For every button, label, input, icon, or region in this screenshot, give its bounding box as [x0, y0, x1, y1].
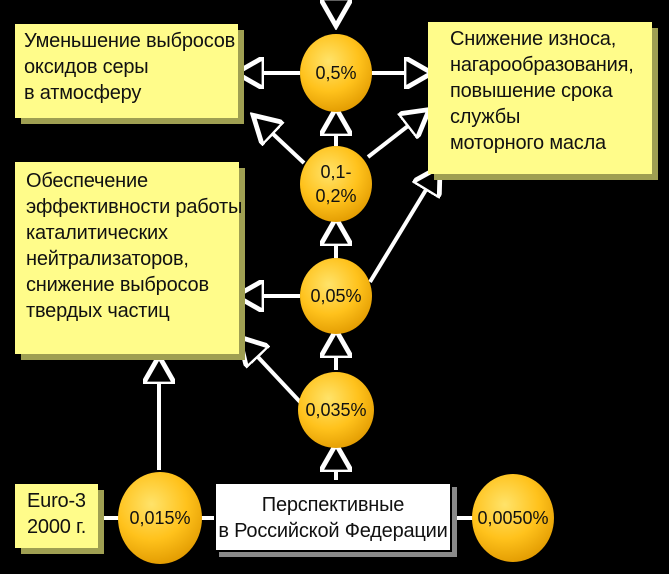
- node-label: 0,0050%: [477, 508, 549, 528]
- box-line: оксидов серы: [24, 56, 149, 78]
- node-0-05: 0,05%: [300, 258, 372, 334]
- node-0-035: 0,035%: [298, 372, 374, 448]
- box-russia-prospective: Перспективные в Российской Федерации: [214, 482, 452, 552]
- node-label: 0,1-: [320, 162, 352, 182]
- box-oil-wear: Снижение износа, нагарообразования, повы…: [428, 22, 652, 174]
- node-0-5: 0,5%: [300, 34, 372, 112]
- node-label: 0,015%: [129, 508, 191, 528]
- box-line: повышение срока: [450, 80, 613, 102]
- box-line: эффективности работы: [26, 196, 243, 218]
- node-0-1-0-2: 0,1- 0,2%: [300, 146, 372, 222]
- box-line: нагарообразования,: [450, 54, 634, 76]
- arrow-005-to-wear: [368, 170, 438, 284]
- box-euro-3: Euro-3 2000 г.: [15, 484, 98, 548]
- box-line: Обеспечение: [26, 170, 148, 192]
- node-label: 0,2%: [315, 186, 357, 206]
- box-line: нейтрализаторов,: [26, 248, 189, 270]
- arrow-0035-to-catalyst: [242, 340, 304, 406]
- box-line: в Российской Федерации: [218, 520, 448, 542]
- box-line: моторного масла: [450, 132, 606, 154]
- box-line: твердых частиц: [26, 300, 170, 322]
- box-line: снижение выбросов: [26, 274, 209, 296]
- box-line: каталитических: [26, 222, 168, 244]
- box-line: 2000 г.: [27, 516, 87, 538]
- node-0-0050: 0,0050%: [472, 474, 554, 562]
- box-catalyst-efficiency: Обеспечение эффективности работы каталит…: [15, 162, 243, 354]
- box-line: Euro-3: [27, 490, 86, 512]
- node-label: 0,035%: [305, 400, 367, 420]
- box-line: службы: [450, 106, 521, 128]
- box-line: Перспективные: [261, 494, 405, 516]
- node-label: 0,05%: [310, 286, 362, 306]
- box-sulfur-emissions: Уменьшение выбросов оксидов серы в атмос…: [15, 24, 238, 118]
- arrow-01-to-wear: [366, 112, 426, 159]
- box-line: Снижение износа,: [450, 28, 617, 50]
- box-line: Уменьшение выбросов: [24, 30, 236, 52]
- node-label: 0,5%: [315, 63, 357, 83]
- arrow-01-to-sulfur: [256, 118, 306, 165]
- box-line: в атмосферу: [24, 82, 142, 104]
- node-0-015: 0,015%: [118, 472, 202, 564]
